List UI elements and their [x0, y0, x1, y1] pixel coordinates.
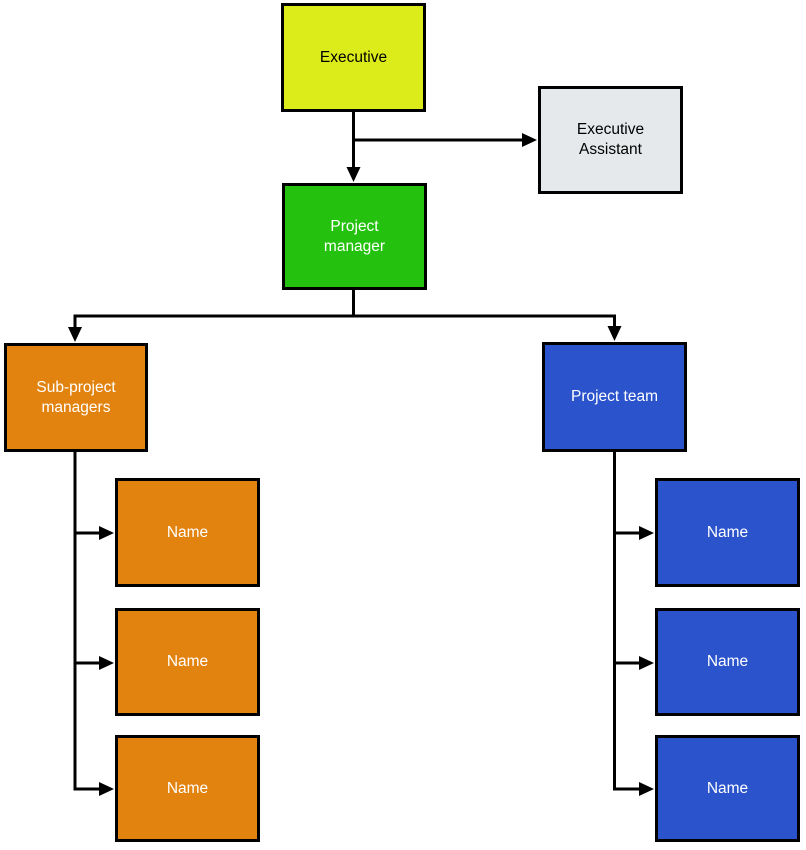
node-executive-label: Executive — [319, 48, 388, 66]
node-team-member-name-3-label: Name — [706, 779, 749, 797]
node-sub-project-managers-label: Sub-project managers — [36, 378, 116, 416]
connector-project-manager-branch — [68, 288, 622, 342]
arrowhead-right-icon — [522, 133, 537, 147]
node-team-member-name-2-label: Name — [706, 653, 749, 670]
node-sub-manager-name-3: Name — [115, 735, 260, 842]
node-executive: Executive — [281, 3, 426, 112]
connector-executive-to-executive-assistant — [352, 133, 537, 147]
connector-sub-name-stub-3 — [73, 782, 114, 796]
node-sub-manager-name-1: Name — [115, 478, 260, 587]
arrowhead-down-icon — [346, 167, 361, 182]
node-sub-manager-name-1-label: Name — [166, 523, 209, 541]
arrowhead-down-icon — [68, 327, 82, 342]
arrowhead-right-icon — [99, 656, 114, 670]
arrowhead-right-icon — [639, 782, 654, 796]
node-team-member-name-1-label: Name — [706, 523, 749, 541]
arrowhead-right-icon — [639, 526, 654, 540]
node-sub-manager-name-2: Name — [115, 608, 260, 716]
node-team-member-name-2: Name — [655, 608, 800, 716]
arrowhead-right-icon — [99, 526, 114, 540]
connector-team-name-stub-2 — [613, 656, 654, 670]
connector-executive-to-project-manager — [346, 110, 361, 182]
arrowhead-right-icon — [99, 782, 114, 796]
connector-sub-name-stub-2 — [73, 656, 114, 670]
node-project-manager-label: Project manager — [323, 217, 386, 255]
connector-sub-name-stub-1 — [73, 526, 114, 540]
node-executive-assistant: Executive Assistant — [538, 86, 683, 194]
node-project-manager: Project manager — [282, 183, 427, 290]
connector-team-name-stub-3 — [613, 782, 654, 796]
node-team-member-name-3: Name — [655, 735, 800, 842]
node-project-team-label: Project team — [570, 388, 658, 405]
node-sub-manager-name-2-label: Name — [166, 653, 209, 670]
node-sub-project-managers: Sub-project managers — [4, 343, 148, 452]
arrowhead-right-icon — [639, 656, 654, 670]
node-team-member-name-1: Name — [655, 478, 800, 587]
connector-team-name-stub-1 — [613, 526, 654, 540]
arrowhead-down-icon — [607, 326, 622, 341]
node-sub-manager-name-3-label: Name — [166, 779, 209, 797]
node-executive-assistant-label: Executive Assistant — [576, 121, 645, 158]
node-project-team: Project team — [542, 342, 687, 452]
